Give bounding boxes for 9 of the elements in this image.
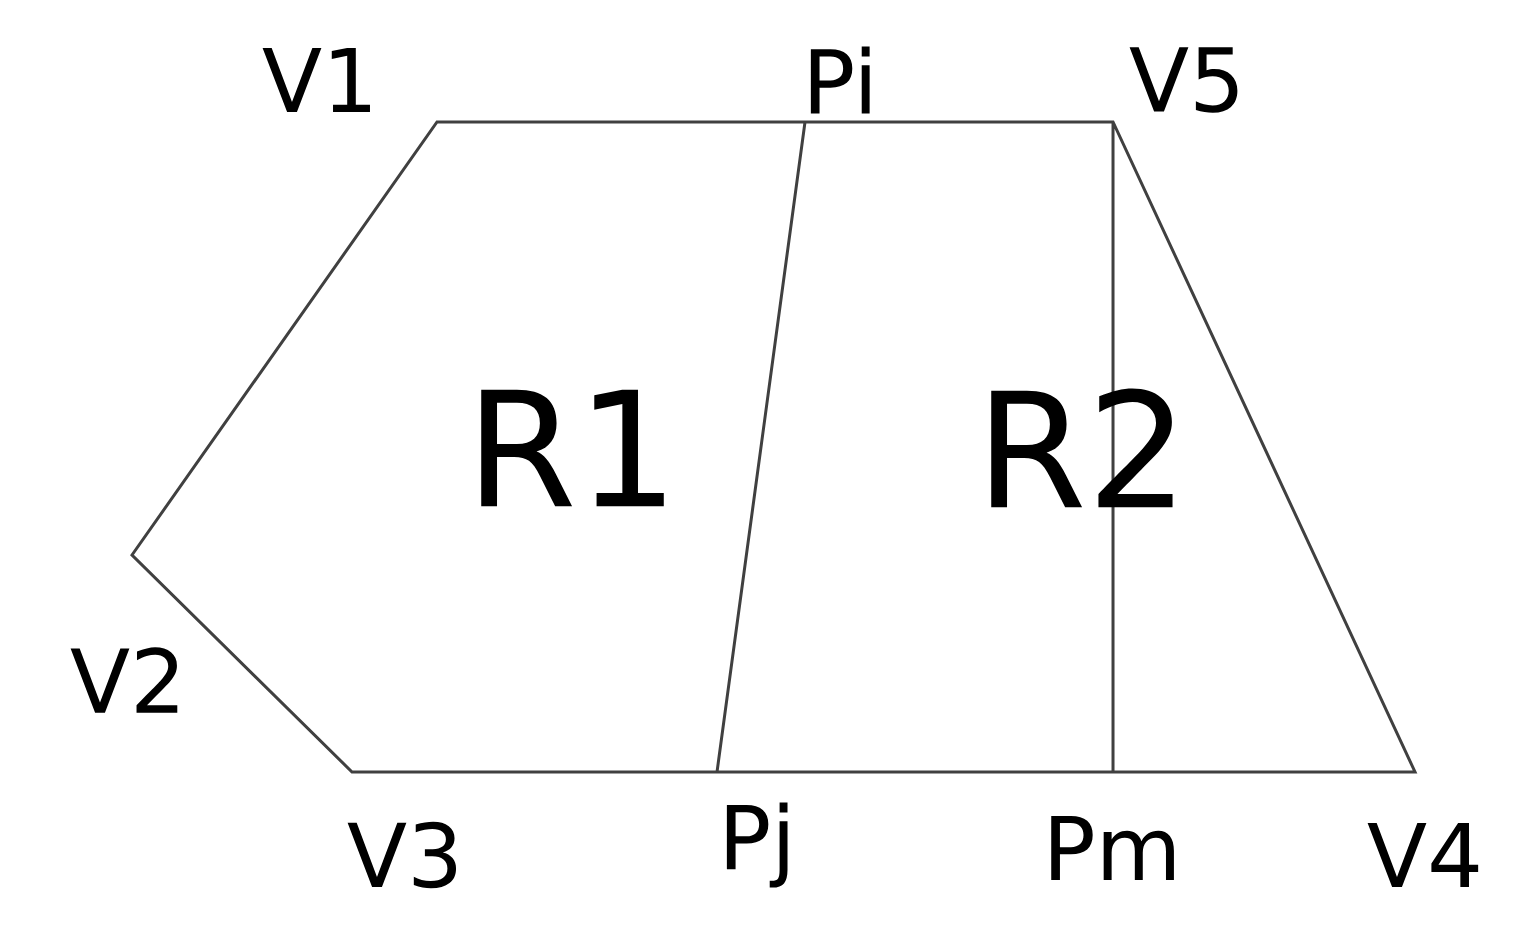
- vertex-label: Pj: [726, 802, 788, 888]
- vertex-label: V5: [1129, 47, 1238, 113]
- vertex-label: Pm: [1051, 815, 1174, 881]
- vertex-label: V3: [347, 821, 457, 889]
- vertex-label: V1: [262, 47, 370, 113]
- vertex-label: Pi: [810, 46, 870, 114]
- vertex-label: V4: [1367, 822, 1479, 888]
- vertex-label: V2: [70, 647, 178, 713]
- region-label: R1: [481, 389, 664, 507]
